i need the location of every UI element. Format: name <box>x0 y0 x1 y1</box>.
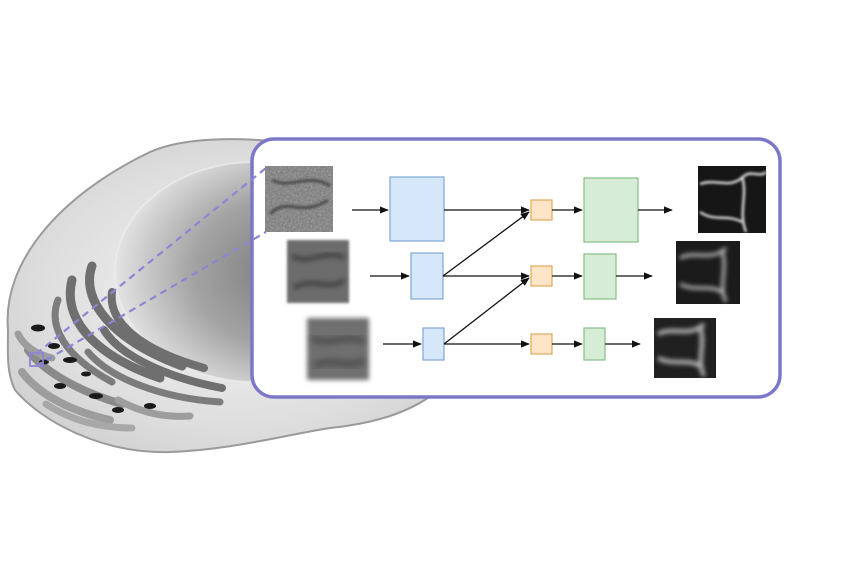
decoder-block-scale-2 <box>583 253 617 300</box>
decoder-block-scale-3 <box>583 327 606 361</box>
arrow-encoder-2-to-fusion-1 <box>442 211 530 277</box>
fusion-block-scale-2 <box>530 265 553 287</box>
arrow-encoder-3-to-fusion-2 <box>443 277 530 345</box>
golgi-vesicles <box>31 324 156 413</box>
output-patch-scale-1 <box>698 166 767 233</box>
input-patch-scale-1 <box>265 166 333 232</box>
fusion-block-scale-1 <box>530 199 553 221</box>
output-patch-scale-2 <box>676 241 740 304</box>
decoder-block-scale-1 <box>583 177 639 243</box>
flow-arrows <box>352 206 673 348</box>
input-patch-scale-3 <box>307 318 369 380</box>
inset-panel <box>250 137 782 399</box>
encoder-block-scale-3 <box>422 327 445 361</box>
zoom-lines <box>35 167 267 367</box>
fusion-block-scale-3 <box>530 333 553 355</box>
input-patch-scale-2 <box>287 240 349 303</box>
encoder-block-scale-1 <box>389 176 445 242</box>
output-patch-scale-3 <box>654 318 716 378</box>
encoder-block-scale-2 <box>410 252 444 300</box>
